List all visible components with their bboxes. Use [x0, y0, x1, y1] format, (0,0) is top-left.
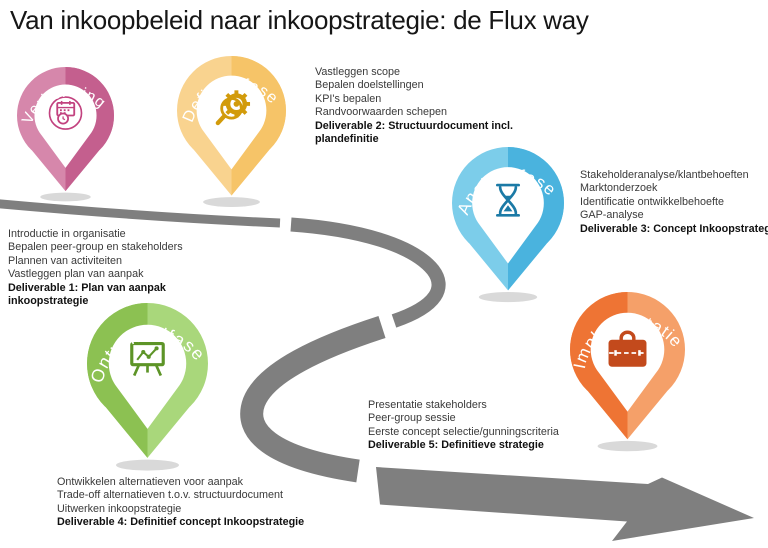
phase-notes-definitiefase: Vastleggen scope Bepalen doelstellingen …: [315, 66, 527, 146]
pin-inner: [34, 84, 97, 168]
phase-deliverable: Deliverable 5: Definitieve strategie: [368, 439, 544, 452]
presentation-chart-icon: [130, 341, 165, 377]
phase-note-line: Bepalen peer-group en stakeholders: [8, 241, 183, 254]
pin-implementatie: Implementatie: [570, 292, 685, 452]
phase-note-line: Trade-off alternatieven t.o.v. structuur…: [57, 489, 284, 502]
phase-note-line: Randvoorwaarden schepen: [315, 106, 448, 119]
phase-notes-implementatie: Presentatie stakeholders Peer-group sess…: [368, 399, 588, 453]
pin-definitiefase: Definitiefase: [177, 56, 286, 207]
phase-note-line: Marktonderzoek: [580, 182, 658, 195]
phase-note-line: Presentatie stakeholders: [368, 399, 487, 411]
phase-notes-verkenning: Introductie in organisatie Bepalen peer-…: [8, 228, 213, 308]
phase-note-line: Plannen van activiteiten: [8, 254, 123, 267]
phase-deliverable: Deliverable 2: Structuurdocument incl. p…: [315, 119, 513, 146]
phase-note-line: Eerste concept selectie/gunningscriteria: [368, 425, 559, 438]
briefcase-icon: [608, 330, 647, 367]
page-title: Van inkoopbeleid naar inkoopstrategie: d…: [10, 5, 589, 35]
phase-note-line: KPI's bepalen: [315, 92, 382, 105]
road-segment-3: [240, 316, 386, 483]
phase-deliverable: Deliverable 1: Plan van aanpak inkoopstr…: [8, 281, 166, 308]
pin-analysefase: Analysefase: [452, 147, 564, 303]
pin-shadow: [116, 459, 179, 471]
hourglass-icon: [496, 183, 520, 217]
phase-deliverable: Deliverable 4: Definitief concept Inkoop…: [57, 516, 305, 529]
road-segment-1: [0, 199, 281, 228]
road-segment-2: [290, 217, 446, 328]
pin-ontwikkelfase: Ontwikkelfase: [87, 303, 208, 471]
phase-note-line: Uitwerken inkoopstrategie: [57, 502, 182, 515]
phase-note-line: Introductie in organisatie: [8, 228, 126, 240]
phase-note-line: Stakeholderanalyse/klantbehoeften: [580, 169, 749, 181]
pin-inner: [108, 324, 187, 429]
pin-shadow: [478, 292, 538, 303]
phase-note-line: Vastleggen plan van aanpak: [8, 268, 144, 281]
calendar-clock-icon: [48, 96, 83, 130]
phase-note-line: GAP-analyse: [580, 209, 644, 222]
phase-deliverable: Deliverable 3: Concept Inkoopstrategie: [580, 222, 768, 235]
road-arrow: [376, 467, 754, 541]
phase-note-line: Ontwikkelen alternatieven voor aanpak: [57, 476, 244, 488]
pin-shadow: [40, 192, 91, 202]
phase-notes-analysefase: Stakeholderanalyse/klantbehoeften Markto…: [580, 169, 768, 236]
pin-verkenning: Verkenning: [17, 67, 114, 202]
phase-note-line: Bepalen doelstellingen: [315, 79, 424, 92]
pin-shadow: [597, 440, 658, 452]
phase-note-line: Identificatie ontwikkelbehoefte: [580, 195, 725, 208]
phase-note-line: Peer-group sessie: [368, 412, 456, 425]
pin-shadow: [203, 197, 260, 207]
gear-magnifier-icon: [215, 90, 251, 126]
phase-notes-ontwikkelfase: Ontwikkelen alternatieven voor aanpak Tr…: [57, 476, 322, 530]
phase-note-line: Vastleggen scope: [315, 66, 401, 78]
pin-inner: [196, 75, 267, 170]
